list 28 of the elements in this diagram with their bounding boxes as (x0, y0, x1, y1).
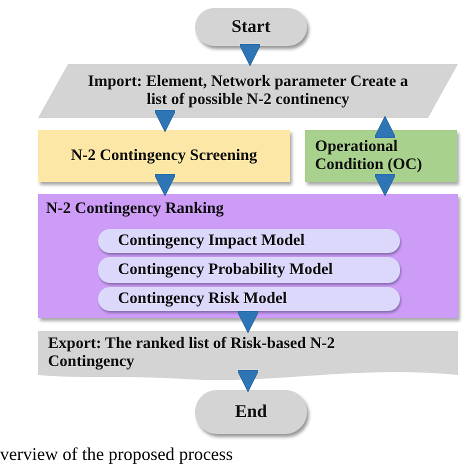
input-parallelogram (38, 64, 458, 118)
process-box (305, 130, 457, 182)
start-terminal (195, 8, 307, 46)
arrow (374, 174, 396, 196)
output-document (38, 331, 458, 383)
arrow (236, 370, 260, 392)
arrow (236, 310, 260, 334)
node-label: Export: The ranked list of Risk-based N-2 Contingency (48, 335, 336, 371)
node-label: N-2 Contingency Ranking (46, 200, 224, 218)
node-label: End (234, 402, 268, 422)
end-terminal (195, 390, 307, 434)
model-box (98, 229, 400, 253)
node-label: Contingency Risk Model (118, 290, 287, 308)
arrow (374, 116, 396, 138)
node-label: Contingency Impact Model (118, 232, 305, 250)
model-box (98, 257, 400, 283)
process-group-box (38, 194, 458, 318)
arrow (238, 44, 262, 66)
model-box (98, 287, 400, 311)
node-label: N-2 Contingency Screening (70, 147, 258, 165)
caption: verview of the proposed process (0, 444, 233, 465)
process-box (38, 130, 290, 182)
node-label: Contingency Probability Model (118, 261, 333, 279)
arrow (154, 110, 176, 132)
node-label: Operational Condition (OC) (315, 138, 424, 174)
node-label: Start (232, 17, 270, 37)
arrow (154, 174, 176, 196)
node-label: Import: Element, Network parameter Create a list of possible N-2 continency (86, 73, 410, 109)
